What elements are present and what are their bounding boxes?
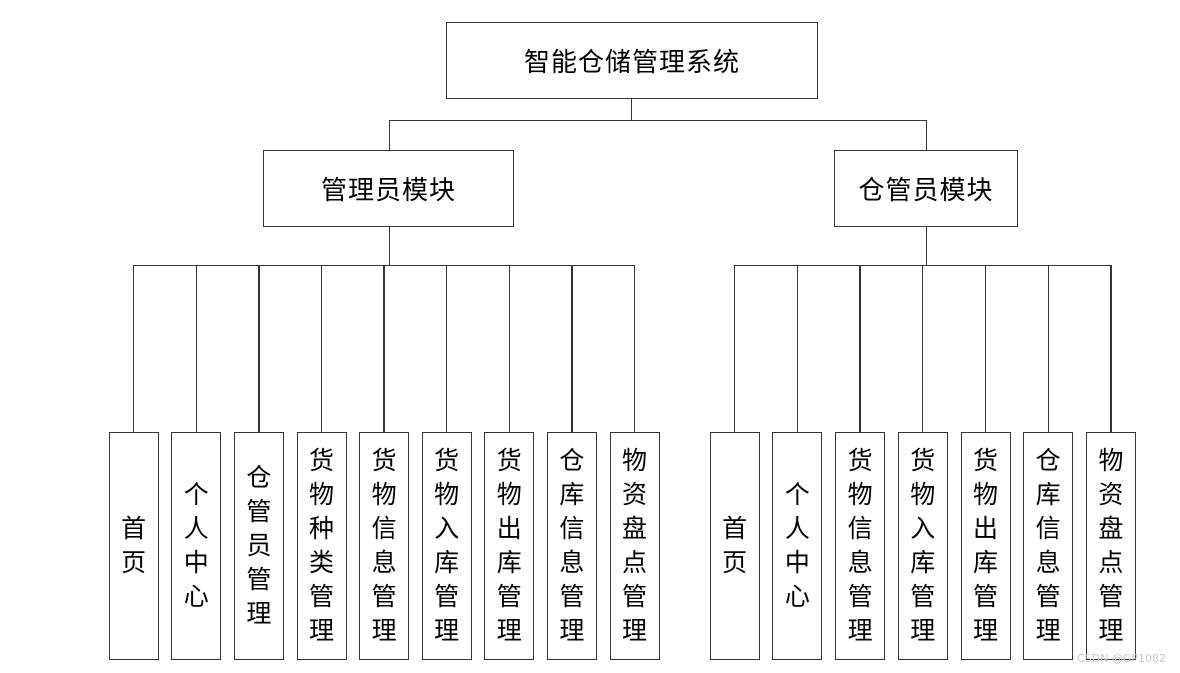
admin-leaf-node: 个人中心 [171,432,222,660]
admin-leaf-label: 货物入库管理 [434,446,460,645]
admin-leaf-node: 货物种类管理 [296,432,347,660]
root-node: 智能仓储管理系统 [446,22,818,99]
connector-keeper-bus [734,265,1110,267]
connector-keeper-down [926,227,928,266]
keeper-module-label: 仓管员模块 [858,176,994,206]
root-label: 智能仓储管理系统 [523,48,740,78]
admin-leaf-label: 货物种类管理 [308,446,334,645]
admin-module-label: 管理员模块 [320,176,456,206]
keeper-leaf-connector [1047,265,1049,432]
keeper-leaf-connector [1110,265,1112,432]
admin-leaf-label: 个人中心 [183,480,209,611]
admin-leaf-connector [195,265,197,432]
keeper-leaf-connector [796,265,799,432]
admin-leaf-connector [446,265,448,432]
keeper-leaf-node: 仓库信息管理 [1023,432,1074,660]
admin-leaf-label: 物资盘点管理 [621,446,647,645]
admin-leaf-connector [633,265,636,432]
keeper-leaf-connector [984,265,987,432]
admin-leaf-node: 货物出库管理 [484,432,535,660]
keeper-leaf-connector [734,265,736,432]
keeper-leaf-node: 个人中心 [772,432,823,660]
admin-leaf-label: 货物出库管理 [496,446,522,645]
keeper-leaf-label: 个人中心 [784,480,810,611]
admin-leaf-connector [571,265,573,432]
admin-leaf-node: 货物信息管理 [359,432,410,660]
keeper-leaf-label: 货物出库管理 [972,446,998,645]
keeper-leaf-node: 货物出库管理 [960,432,1011,660]
connector-keeper-up [926,120,928,150]
admin-leaf-label: 仓管员管理 [246,463,272,628]
admin-leaf-label: 首页 [121,514,147,577]
admin-leaf-connector [508,265,510,432]
admin-leaf-node: 货物入库管理 [421,432,472,660]
keeper-module-node: 仓管员模块 [834,150,1018,227]
admin-leaf-node: 物资盘点管理 [609,432,660,660]
watermark: CSDN @GP1082 [1076,652,1166,665]
admin-leaf-connector [133,265,135,432]
keeper-leaf-connector [859,265,861,432]
admin-leaf-connector [383,265,385,432]
keeper-leaf-label: 货物入库管理 [910,446,936,645]
admin-leaf-node: 仓库信息管理 [546,432,597,660]
keeper-leaf-connector [922,265,924,432]
admin-leaf-connector [258,265,260,432]
keeper-leaf-label: 首页 [722,514,748,577]
admin-leaf-node: 仓管员管理 [233,432,284,660]
keeper-leaf-node: 货物信息管理 [835,432,886,660]
keeper-leaf-label: 物资盘点管理 [1098,446,1124,645]
keeper-leaf-label: 货物信息管理 [847,446,873,645]
admin-leaf-label: 仓库信息管理 [559,446,585,645]
admin-module-node: 管理员模块 [263,150,514,227]
keeper-leaf-node: 首页 [709,432,760,660]
connector-admin-down [389,227,391,266]
connector-modules-bus [389,120,926,122]
admin-leaf-connector [320,265,323,432]
admin-leaf-label: 货物信息管理 [371,446,397,645]
admin-leaf-node: 首页 [108,432,159,660]
connector-root-down [631,99,633,121]
connector-admin-up [389,120,391,150]
keeper-leaf-node: 货物入库管理 [897,432,948,660]
keeper-leaf-label: 仓库信息管理 [1035,446,1061,645]
keeper-leaf-node: 物资盘点管理 [1085,432,1136,660]
